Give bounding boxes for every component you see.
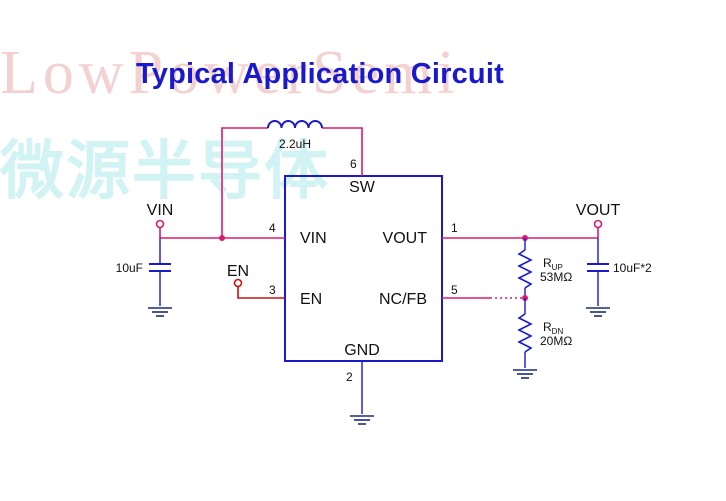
pin-label-vin: VIN (300, 230, 327, 247)
cout-value: 10uF*2 (613, 261, 652, 275)
pin-number-ncfb: 5 (451, 283, 458, 297)
inductor-value: 2.2uH (279, 137, 311, 151)
watermark-chinese: 微源半导体 (0, 135, 330, 209)
ground-icon-cout (586, 307, 610, 317)
en-terminal (233, 278, 243, 288)
inductor-symbol (267, 120, 323, 129)
vin-terminal (155, 219, 165, 229)
pin-number-sw: 6 (350, 157, 357, 171)
resistor-rdn (517, 313, 533, 353)
pin-number-vout: 1 (451, 221, 458, 235)
net-label-en: EN (227, 263, 249, 280)
ic-body (284, 175, 443, 362)
rdn-value: 20MΩ (540, 334, 572, 348)
pin-label-ncfb: NC/FB (379, 291, 427, 308)
net-label-vin: VIN (147, 202, 174, 219)
pin-number-en: 3 (269, 283, 276, 297)
ground-icon-rdn (513, 369, 537, 379)
net-label-vout: VOUT (576, 202, 621, 219)
resistor-rup (517, 249, 533, 289)
pin-label-en: EN (300, 291, 322, 308)
pin-number-gnd: 2 (346, 370, 353, 384)
cin-value: 10uF (116, 261, 143, 275)
wire-en (237, 287, 285, 299)
page-title: Typical Application Circuit (136, 58, 504, 90)
pin-label-gnd: GND (344, 342, 380, 359)
pin-label-vout: VOUT (383, 230, 428, 247)
rdn-designator: RDN (543, 320, 563, 336)
vout-terminal (593, 219, 603, 229)
ground-icon-cin (148, 307, 172, 317)
rup-designator: RUP (543, 256, 563, 272)
pin-number-vin: 4 (269, 221, 276, 235)
wire-inductor-left (221, 127, 268, 238)
watermark-english: LowPowerSemi (0, 39, 460, 107)
rup-value: 53MΩ (540, 270, 572, 284)
pin-label-sw: SW (349, 179, 376, 196)
junction-vin (219, 235, 225, 241)
wire-inductor-right (322, 127, 363, 176)
ground-icon-ic (350, 415, 374, 425)
